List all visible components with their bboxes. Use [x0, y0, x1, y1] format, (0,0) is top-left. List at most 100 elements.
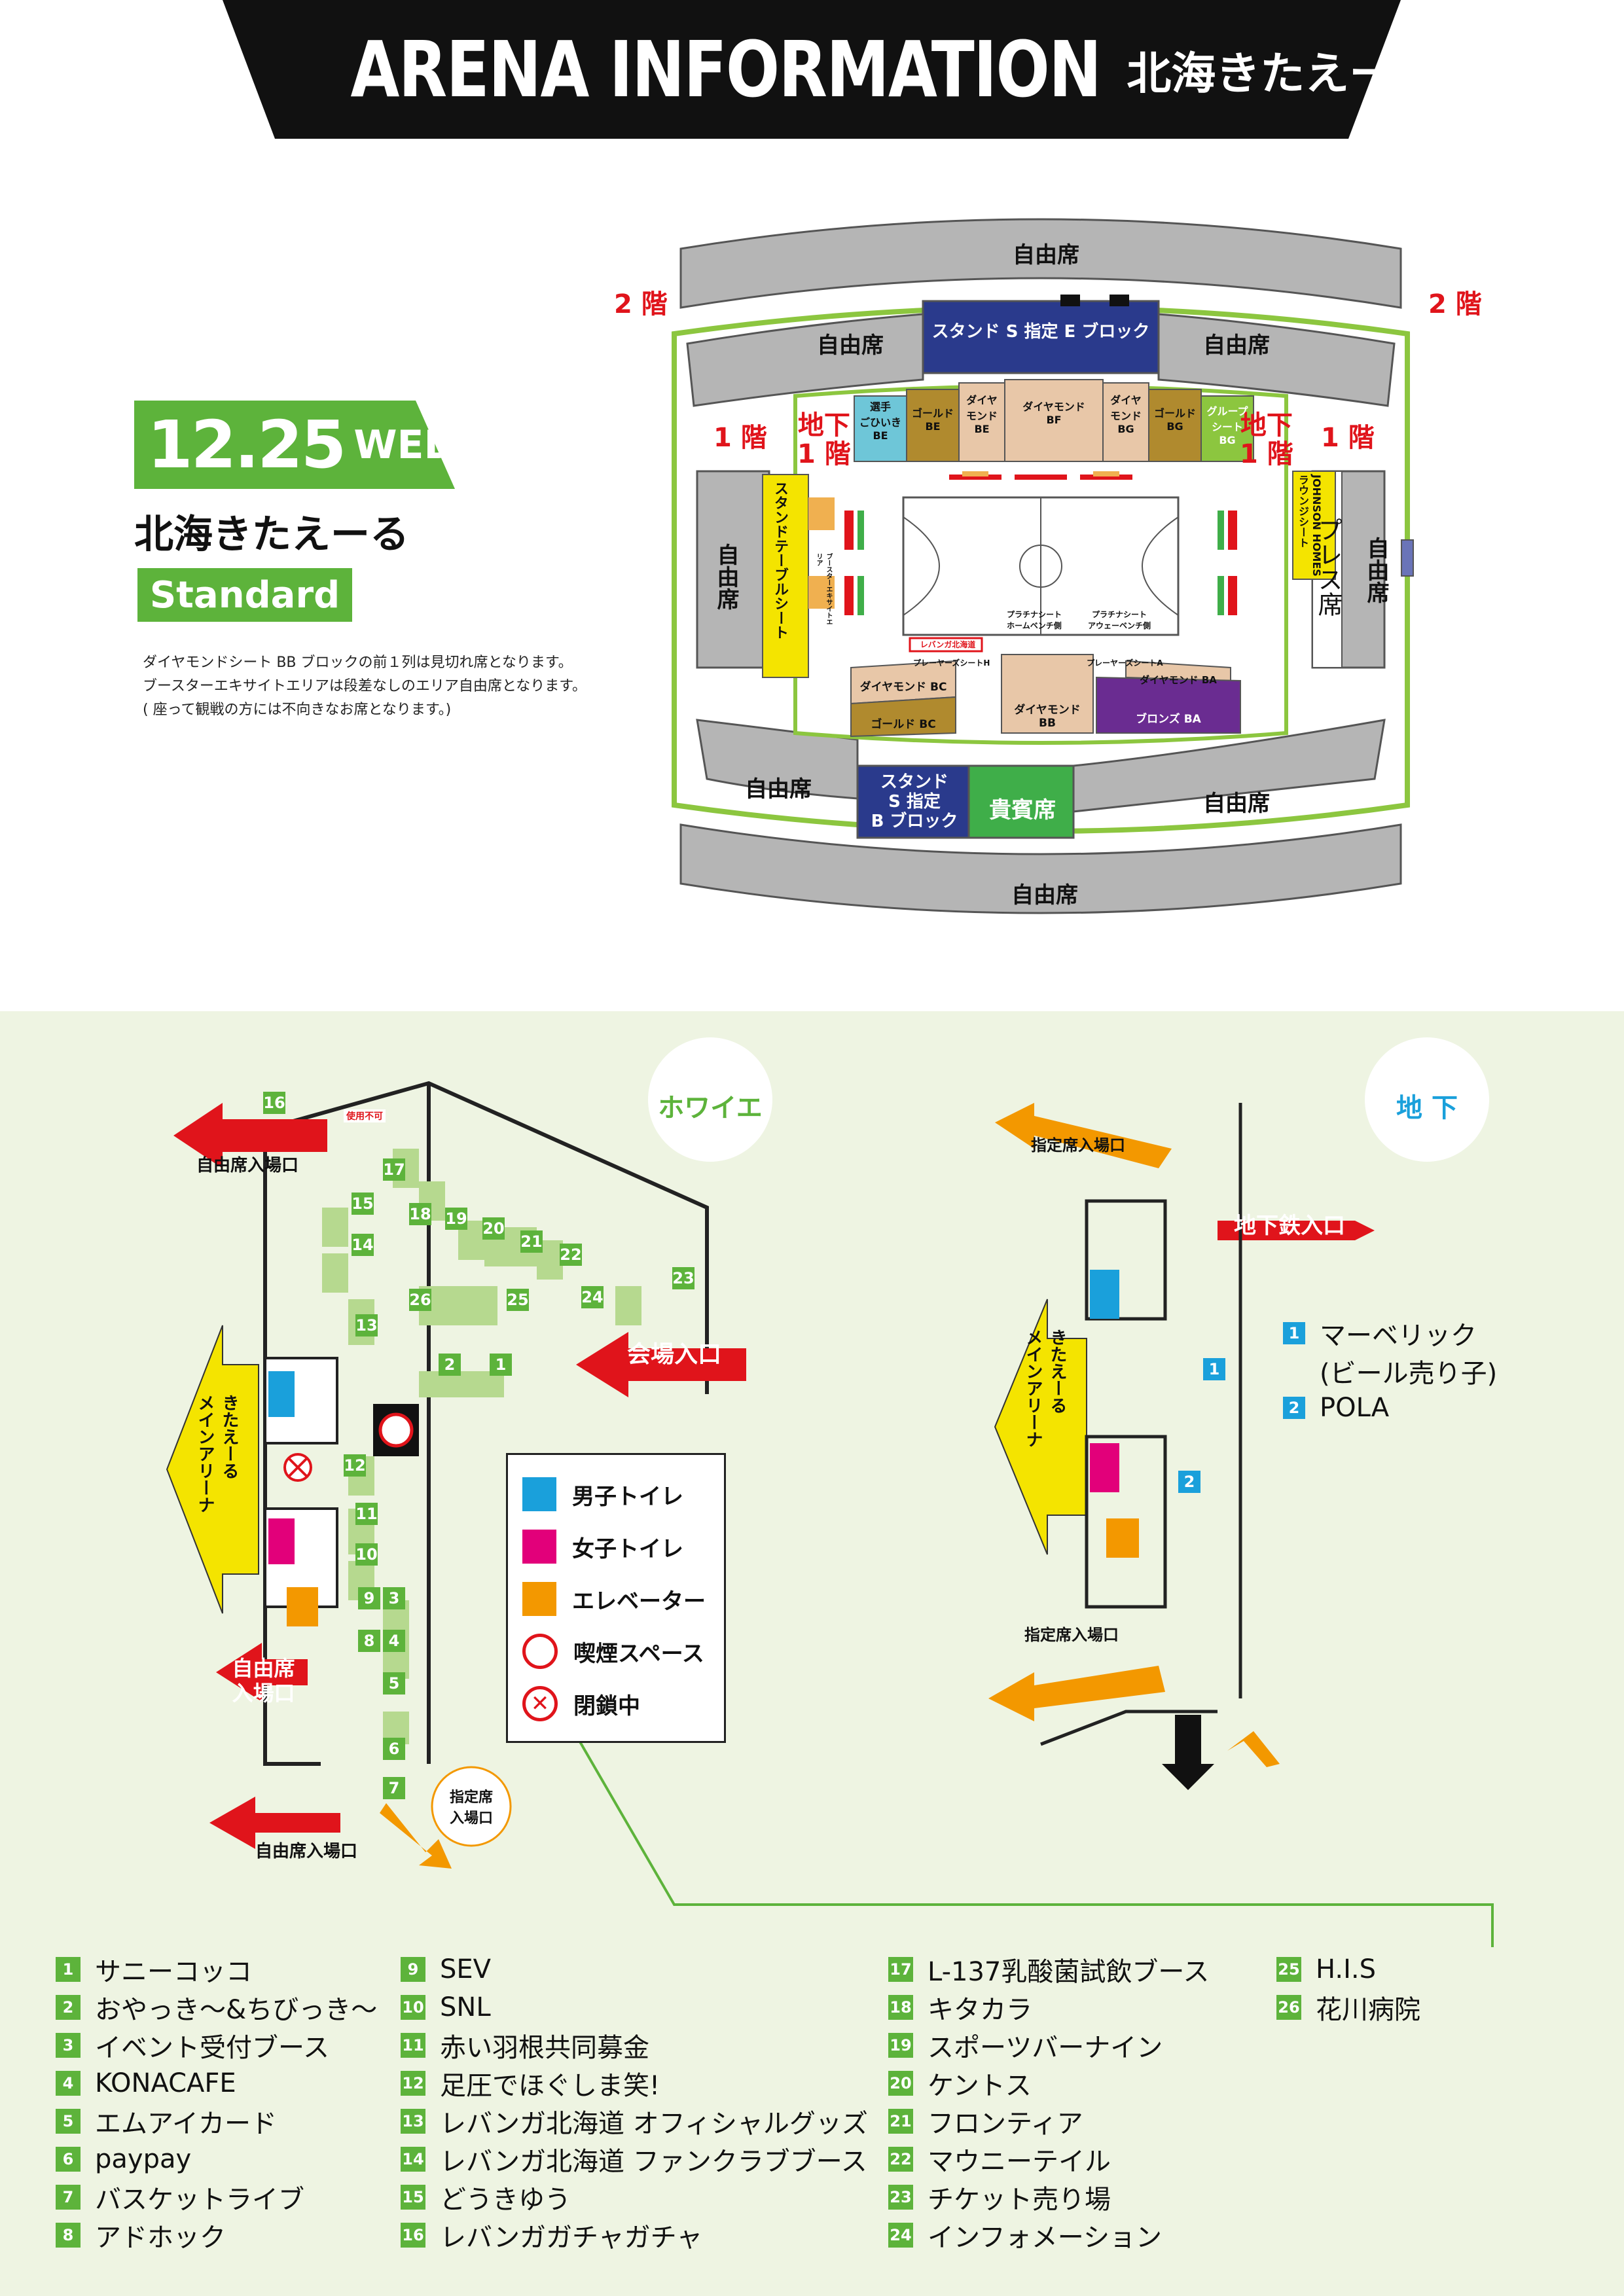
map-booth-8[interactable]: 8 — [358, 1630, 380, 1652]
arrow-down — [1162, 1715, 1214, 1790]
event-venue: 北海きたえーる — [134, 512, 409, 558]
seat-block-bronze-ba[interactable] — [1096, 676, 1241, 734]
seat-block-stand-s-b[interactable] — [856, 764, 970, 839]
seat-block-player-be[interactable] — [854, 395, 907, 462]
seat-block-diamond-bb[interactable] — [1001, 654, 1094, 734]
note-line-1: ダイヤモンドシート BB ブロックの前１列は見切れ席となります。 — [143, 655, 573, 671]
map-booth-16[interactable]: 16 — [263, 1092, 285, 1114]
b1-booth-item: 1 マーベリック (ビール売り子) — [1283, 1317, 1497, 1393]
legend-elevator: エレベーター — [522, 1579, 706, 1619]
map-booth-4[interactable]: 4 — [383, 1630, 405, 1652]
map-booth-10[interactable]: 10 — [355, 1543, 378, 1566]
seat-block-diamond-bg[interactable] — [1102, 382, 1149, 462]
map-booth-20[interactable]: 20 — [482, 1217, 505, 1240]
seat-block-1f-top-right[interactable] — [1157, 313, 1396, 407]
label-stand-s-b: スタンド S 指定 B ブロック — [871, 772, 958, 831]
date-value: 12.25 — [147, 406, 346, 483]
label-basement: 地 下 — [1396, 1093, 1458, 1123]
arrow-subway-up — [1227, 1731, 1280, 1767]
label-free-entrance-mid: 自由席 入場口 — [232, 1656, 295, 1706]
label-free-1f-bottom-left: 自由席 — [745, 776, 812, 802]
map-booth-17[interactable]: 17 — [383, 1158, 405, 1181]
arrow-subway-entrance — [1218, 1221, 1375, 1240]
floor-label-2f-left: 2 階 — [614, 289, 668, 319]
map-booth-6[interactable]: 6 — [383, 1738, 405, 1760]
map-booth-7[interactable]: 7 — [383, 1777, 405, 1799]
map-booth-21[interactable]: 21 — [520, 1230, 543, 1253]
map-booth-11[interactable]: 11 — [355, 1503, 378, 1525]
map-booth-25[interactable]: 25 — [507, 1289, 529, 1311]
seat-block-2f-top[interactable] — [679, 218, 1402, 309]
seat-block-gold-bg[interactable] — [1148, 389, 1202, 462]
label-free-2f-bottom: 自由席 — [1011, 882, 1078, 908]
seat-block-gold-bc[interactable] — [850, 696, 956, 738]
map-b1-booth-1[interactable]: 1 — [1203, 1358, 1225, 1380]
map-booth-13[interactable]: 13 — [355, 1314, 378, 1336]
b1-male-restroom-icon — [1090, 1270, 1119, 1319]
map-booth-2[interactable]: 2 — [439, 1354, 461, 1376]
map-booth-1[interactable]: 1 — [490, 1354, 512, 1376]
map-booth-26[interactable]: 26 — [409, 1289, 431, 1311]
seat-block-vip[interactable] — [967, 764, 1075, 839]
map-booth-23[interactable]: 23 — [672, 1267, 695, 1289]
label-vip: 貴賓席 — [989, 797, 1056, 823]
label-venue-entrance: 会場入口 — [626, 1341, 721, 1368]
label-gold-be: ゴールド BE — [911, 407, 954, 433]
seat-block-1f-bottom-right[interactable] — [1072, 719, 1386, 813]
label-group-bg: グループ シート BG — [1206, 405, 1248, 446]
map-booth-24[interactable]: 24 — [581, 1286, 604, 1308]
label-free-1f-right: 自由席 — [1363, 537, 1389, 603]
seat-block-diamond-be[interactable] — [958, 382, 1005, 462]
label-foyer: ホワイエ — [658, 1093, 763, 1123]
seat-block-2f-bottom[interactable] — [679, 823, 1402, 914]
label-free-1f-top-right: 自由席 — [1203, 332, 1270, 359]
seat-block-diamond-bf[interactable] — [1004, 379, 1104, 462]
label-main-arena-right: きたえーる メインアリーナ — [1023, 1329, 1067, 1448]
map-booth-3[interactable]: 3 — [383, 1587, 405, 1609]
basement-booth-list: 1 マーベリック (ビール売り子) 2 POLA — [1283, 1317, 1497, 1423]
label-reserved-b1-top: 指定席入場口 — [1031, 1136, 1125, 1155]
arrow-reserved-b1-bottom — [988, 1666, 1165, 1721]
seat-block-gold-be[interactable] — [906, 389, 960, 462]
female-restroom-icon — [268, 1518, 295, 1564]
map-booth-14[interactable]: 14 — [352, 1234, 374, 1256]
map-booth-9[interactable]: 9 — [358, 1587, 380, 1609]
seat-block-stand-table[interactable] — [762, 474, 809, 678]
facility-legend: 男子トイレ 女子トイレ エレベーター 喫煙スペース ✕ 閉鎖中 — [506, 1453, 726, 1743]
label-free-1f-left: 自由席 — [713, 543, 739, 610]
legend-female-restroom: 女子トイレ — [522, 1527, 683, 1566]
male-restroom-icon — [268, 1371, 295, 1417]
map-booth-12[interactable]: 12 — [344, 1454, 366, 1477]
floor-label-b1-left: 地下 1 階 — [797, 410, 851, 469]
seat-block-group-bg[interactable] — [1200, 395, 1254, 462]
map-booth-5[interactable]: 5 — [383, 1672, 405, 1695]
map-booth-19[interactable]: 19 — [445, 1208, 467, 1230]
label-diamond-bg: ダイヤ モンド BG — [1110, 394, 1142, 435]
map-booth-18[interactable]: 18 — [409, 1203, 431, 1225]
seat-map — [672, 218, 1414, 914]
seat-block-lounge[interactable] — [1292, 471, 1336, 580]
map-booth-15[interactable]: 15 — [352, 1193, 374, 1215]
event-date: 12.25 WED — [147, 401, 456, 489]
reserved-entrance-circle — [431, 1766, 512, 1847]
map-b1-booth-2[interactable]: 2 — [1178, 1471, 1200, 1493]
map-booth-22[interactable]: 22 — [560, 1244, 582, 1266]
arrow-free-entrance-top — [173, 1103, 327, 1168]
label-bronze-ba: ブロンズ BA — [1136, 713, 1201, 726]
label-levanga-bench: レバンガ北海道 — [920, 640, 976, 649]
label-player-be: 選手 ごひいき BE — [859, 401, 901, 442]
